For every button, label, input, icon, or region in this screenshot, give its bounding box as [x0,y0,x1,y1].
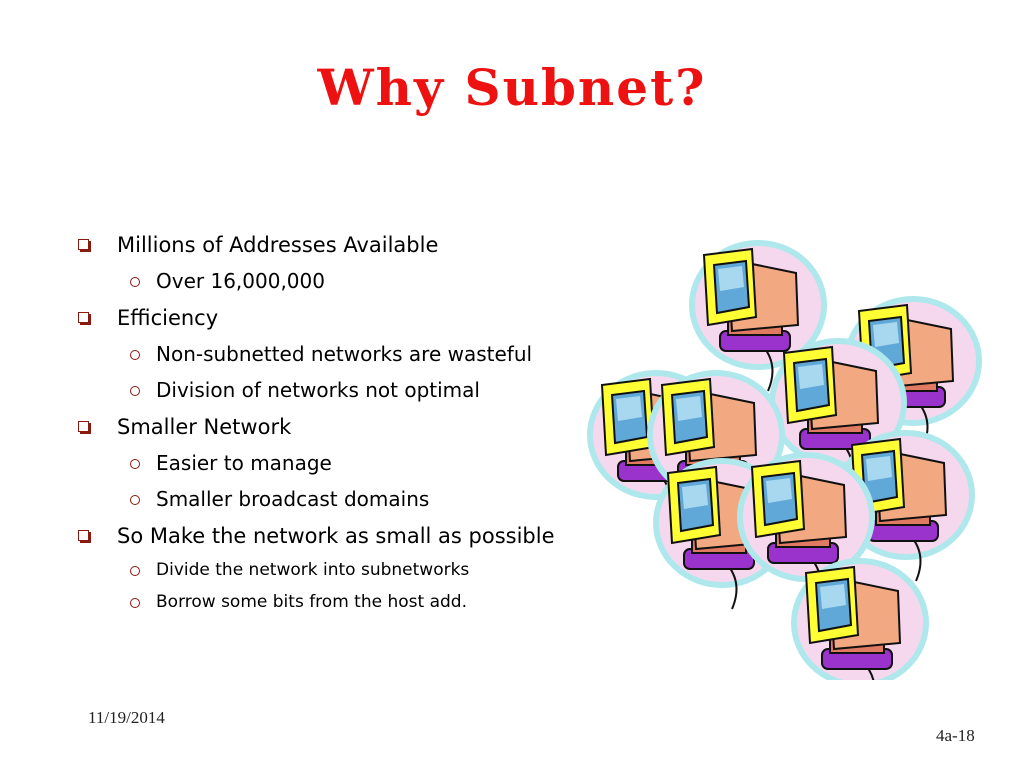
slide-date: 11/19/2014 [88,708,165,727]
sub-bullet-text: Borrow some bits from the host add. [156,592,467,612]
sub-bullet-text: Divide the network into subnetworks [156,560,470,580]
bullet-item: Millions of Addresses Available [70,226,630,263]
sub-bullet-item: Easier to manage [70,445,630,481]
computer-icon [794,561,926,680]
circle-bullet-icon [130,386,140,396]
circle-bullet-icon [130,495,140,505]
circle-bullet-icon [130,459,140,469]
bullet-item: Efficiency [70,299,630,336]
bullet-text: Millions of Addresses Available [117,232,439,257]
square-bullet-icon [78,530,89,541]
bullet-item: Smaller Network [70,408,630,445]
square-bullet-icon [78,312,89,323]
sub-bullet-item: Borrow some bits from the host add. [70,586,630,618]
circle-bullet-icon [130,350,140,360]
sub-bullet-item: Division of networks not optimal [70,372,630,408]
circle-bullet-icon [130,566,140,576]
circle-bullet-icon [130,277,140,287]
sub-bullet-text: Over 16,000,000 [156,269,325,293]
sub-bullet-text: Division of networks not optimal [156,378,480,402]
sub-bullet-text: Smaller broadcast domains [156,487,430,511]
square-bullet-icon [78,239,89,250]
slide-title: Why Subnet? [317,58,707,117]
bullet-text: So Make the network as small as possible [117,523,555,548]
bullet-text: Smaller Network [117,414,292,439]
sub-bullet-text: Non-subnetted networks are wasteful [156,342,533,366]
slide-number: 4a-18 [936,726,975,745]
computers-clipart [578,225,998,680]
bullet-list: Millions of Addresses Available Over 16,… [70,226,630,618]
sub-bullet-item: Divide the network into subnetworks [70,554,630,586]
circle-bullet-icon [130,598,140,608]
bullet-item: So Make the network as small as possible [70,517,630,554]
sub-bullet-text: Easier to manage [156,451,332,475]
sub-bullet-item: Non-subnetted networks are wasteful [70,336,630,372]
sub-bullet-item: Over 16,000,000 [70,263,630,299]
bullet-text: Efficiency [117,305,219,330]
sub-bullet-item: Smaller broadcast domains [70,481,630,517]
square-bullet-icon [78,421,89,432]
